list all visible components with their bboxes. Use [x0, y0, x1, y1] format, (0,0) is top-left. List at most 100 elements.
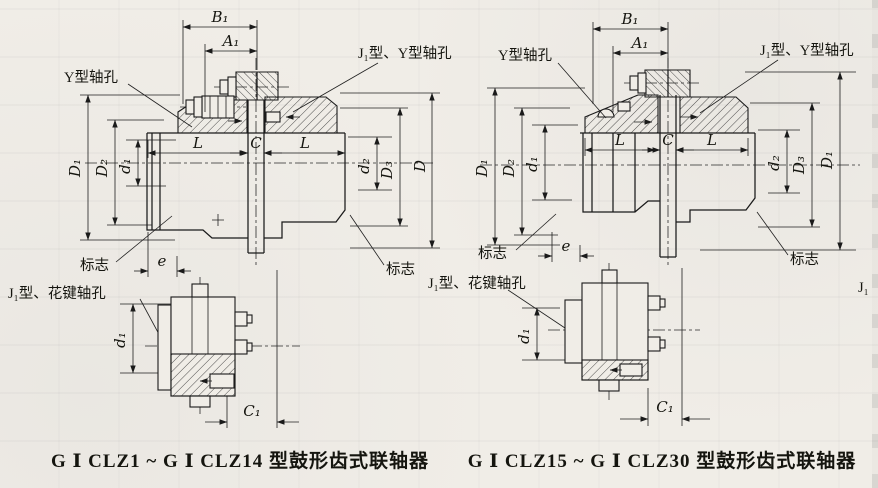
bolt-head [629, 75, 639, 91]
side-bolt [234, 311, 248, 327]
callout-spline-bore: J₁型、花键轴孔 [8, 285, 106, 302]
left-main-view [85, 58, 436, 268]
side-bolt [647, 295, 661, 311]
right-caption: G Ⅰ CLZ15 ~ G Ⅰ CLZ30 型鼓形齿式联轴器 [468, 449, 857, 472]
dim-label-d1-bottom: d₁ [111, 332, 129, 348]
left-caption: G Ⅰ CLZ1 ~ G Ⅰ CLZ14 型鼓形齿式联轴器 [51, 449, 429, 472]
leader-j1-y-bore [699, 59, 779, 114]
left-bottom-view [145, 277, 300, 414]
dim-label-a1: A₁ [221, 32, 240, 50]
callout-mark-left: 标志 [478, 245, 507, 262]
callout-mark-right: 标志 [386, 261, 415, 278]
top-stud [601, 269, 618, 284]
center-mark [212, 214, 224, 226]
slope-bolt [617, 101, 631, 112]
dim-label-c1: C₁ [243, 402, 261, 420]
leader-j1-y-bore [292, 62, 379, 113]
dim-label-D1-left: D₁ [473, 159, 491, 178]
callout-mark-right: 标志 [790, 251, 819, 268]
right-hub-outline [264, 133, 346, 239]
callout-y-bore: Y型轴孔 [64, 69, 118, 86]
dim-label-b1: B₁ [210, 8, 228, 26]
left-dimensions: B₁ A₁ L C L D₁ D₂ d₁ [66, 8, 440, 428]
dim-label-e: e [158, 252, 167, 270]
right-coupling-drawing: B₁ A₁ L C L D₁ D₂ d₁ [428, 10, 869, 472]
leader-mark-left [115, 215, 173, 263]
left-callouts: Y型轴孔 J₁型、Y型轴孔 标志 标志 J₁型、花键轴孔 [8, 45, 452, 389]
extension-lines-left [487, 87, 585, 246]
dim-label-b1: B₁ [620, 10, 638, 28]
extension-lines-left [80, 94, 180, 241]
plug-bolt [619, 363, 643, 377]
leader-mark-left [515, 213, 557, 251]
callout-spline-bore: J₁型、花键轴孔 [428, 275, 526, 292]
left-hub-outline-stepped [582, 133, 660, 213]
side-bolt-tip [659, 339, 666, 349]
side-bolt [647, 336, 661, 352]
dim-label-d1: d₁ [116, 158, 134, 174]
callout-j1-y-bore: J₁型、Y型轴孔 [358, 45, 452, 62]
side-bolt-tip [246, 314, 253, 324]
center-gap-column [659, 95, 677, 258]
dim-label-a1: A₁ [630, 34, 649, 52]
dim-label-l-left: L [192, 134, 203, 152]
left-hub-outline [146, 133, 248, 239]
dim-label-D1-right: D₁ [818, 151, 836, 170]
dim-label-c1: C₁ [656, 398, 674, 416]
dim-label-D3: D₃ [378, 161, 396, 180]
dim-label-c: C [662, 131, 674, 149]
right-hub-outline [676, 133, 756, 223]
dim-label-D2: D₂ [500, 159, 518, 178]
dim-label-d2: d₂ [765, 155, 783, 171]
callout-mark-left: 标志 [80, 257, 109, 274]
right-bottom-view [548, 263, 700, 400]
top-stud [191, 283, 209, 298]
gear-sleeve-right-section [679, 96, 749, 134]
bottom-stud [598, 379, 620, 392]
hub-flange [564, 299, 583, 364]
set-bolt [265, 111, 281, 123]
callout-j1-y-bore: J₁型、Y型轴孔 [760, 42, 854, 59]
dim-label-D: D [411, 160, 429, 173]
spline-bore-lines [601, 283, 618, 360]
bolt-head [219, 79, 229, 95]
leader-y-bore [127, 83, 193, 128]
bolt-washer [227, 76, 237, 98]
dim-label-l-right: L [706, 131, 717, 149]
side-bolt [234, 339, 248, 355]
bolt-washer [637, 72, 647, 94]
side-bolt-head [185, 99, 195, 115]
page-edge-text-fragment: J₁ [858, 280, 869, 296]
right-callouts: Y型轴孔 J₁型、Y型轴孔 标志 标志 J₁型、花键轴孔 J₁ [428, 42, 869, 367]
dim-label-D1: D₁ [66, 159, 84, 178]
extension-lines-lcl [147, 140, 346, 158]
leader-mark-right [756, 211, 789, 256]
dim-label-d2: d₂ [355, 158, 373, 174]
dim-label-D2: D₂ [93, 159, 111, 178]
gear-sleeve-left-section [584, 94, 659, 134]
dim-label-l-right: L [299, 134, 310, 152]
bearing-dome-detail [597, 108, 615, 118]
center-gap-column [247, 100, 265, 254]
bottom-stud [189, 395, 211, 408]
side-bolt-tip [246, 342, 253, 352]
page-edge-shadow [872, 0, 878, 488]
left-coupling-drawing: B₁ A₁ L C L D₁ D₂ d₁ [8, 8, 452, 472]
side-bolt-tip [659, 298, 666, 308]
right-dimensions: B₁ A₁ L C L D₁ D₂ d₁ [473, 10, 856, 426]
callout-y-bore: Y型轴孔 [498, 47, 552, 64]
leader-y-bore [557, 62, 607, 119]
dim-label-D3: D₃ [790, 156, 808, 175]
gear-sleeve-right-section [264, 96, 338, 134]
dim-label-c: C [250, 134, 262, 152]
extension-lines-lcl [584, 138, 749, 156]
spline-bore-lines [191, 297, 209, 354]
leader-mark-right [349, 214, 385, 266]
dim-label-e: e [562, 237, 571, 255]
plug-bolt [209, 373, 235, 389]
hub-flange [157, 304, 172, 391]
dim-label-d1: d₁ [523, 156, 541, 172]
